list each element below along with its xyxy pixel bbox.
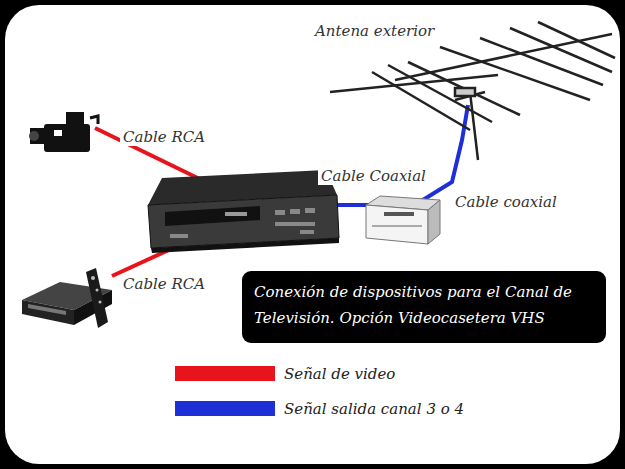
vcr [148,170,339,253]
outdoor-antenna [330,22,615,160]
caption-box: Conexión de dispositivos para el Canal d… [242,271,606,343]
legend-text: Señal salida canal 3 o 4 [284,400,464,418]
page-ground [5,5,620,464]
legend-swatch [175,401,275,416]
coaxial-cable [418,105,468,203]
cable-label: Cable Coaxial [318,167,429,185]
cable-label: Cable RCA [120,275,208,293]
dvd-player [22,268,112,328]
cable-label: Cable RCA [120,128,208,146]
cable-label: Cable coaxial [452,193,560,211]
legend-text: Señal de video [284,365,395,383]
antenna-label: Antena exterior [312,22,437,40]
legend-swatch [175,366,275,381]
camcorder-icon [29,112,98,152]
caption-text: Conexión de dispositivos para el Canal d… [254,279,594,331]
antenna-amplifier [366,196,440,244]
